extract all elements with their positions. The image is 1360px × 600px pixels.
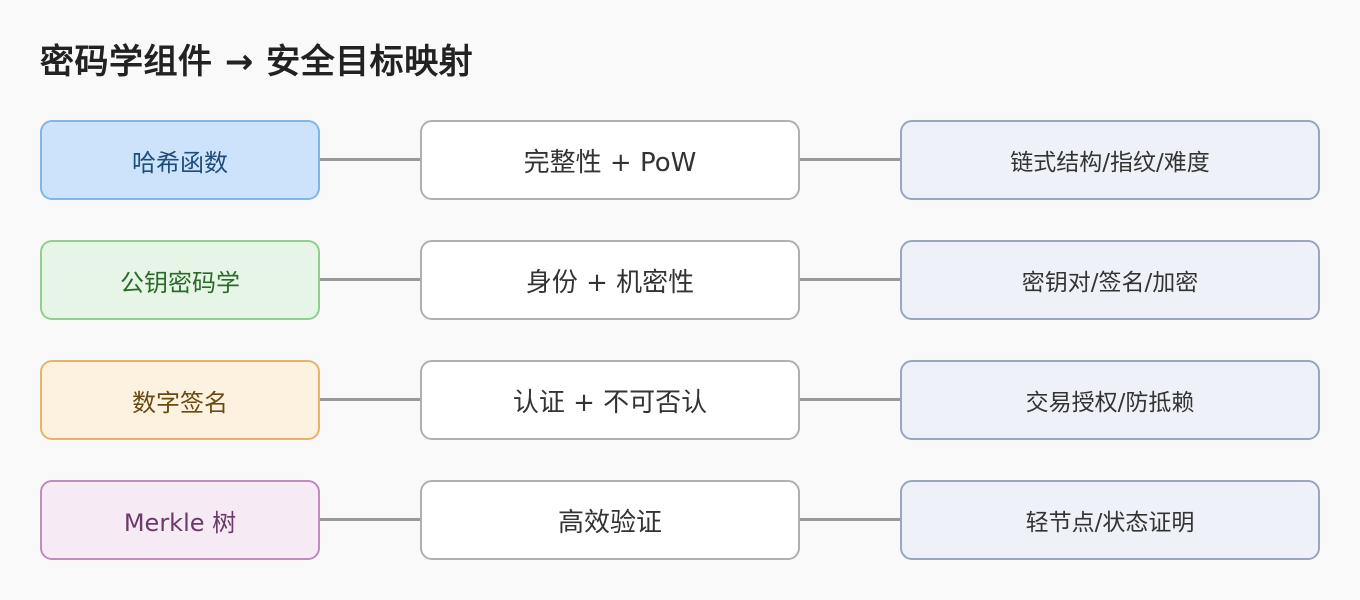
connector-line [320,518,420,521]
mapping-row-signature: 数字签名 认证 + 不可否认 交易授权/防抵赖 [0,360,1360,440]
goal-node-public-key: 身份 + 机密性 [420,240,800,320]
component-node-merkle: Merkle 树 [40,480,320,560]
connector-line [320,158,420,161]
application-node-hash: 链式结构/指纹/难度 [900,120,1320,200]
goal-node-merkle: 高效验证 [420,480,800,560]
connector-line [320,398,420,401]
connector-line [800,278,900,281]
diagram-title: 密码学组件 → 安全目标映射 [40,42,474,82]
mapping-row-public-key: 公钥密码学 身份 + 机密性 密钥对/签名/加密 [0,240,1360,320]
goal-node-signature: 认证 + 不可否认 [420,360,800,440]
mapping-row-hash: 哈希函数 完整性 + PoW 链式结构/指纹/难度 [0,120,1360,200]
goal-node-hash: 完整性 + PoW [420,120,800,200]
mapping-row-merkle: Merkle 树 高效验证 轻节点/状态证明 [0,480,1360,560]
connector-line [320,278,420,281]
connector-line [800,398,900,401]
application-node-merkle: 轻节点/状态证明 [900,480,1320,560]
connector-line [800,158,900,161]
connector-line [800,518,900,521]
application-node-public-key: 密钥对/签名/加密 [900,240,1320,320]
component-node-hash: 哈希函数 [40,120,320,200]
component-node-signature: 数字签名 [40,360,320,440]
application-node-signature: 交易授权/防抵赖 [900,360,1320,440]
component-node-public-key: 公钥密码学 [40,240,320,320]
